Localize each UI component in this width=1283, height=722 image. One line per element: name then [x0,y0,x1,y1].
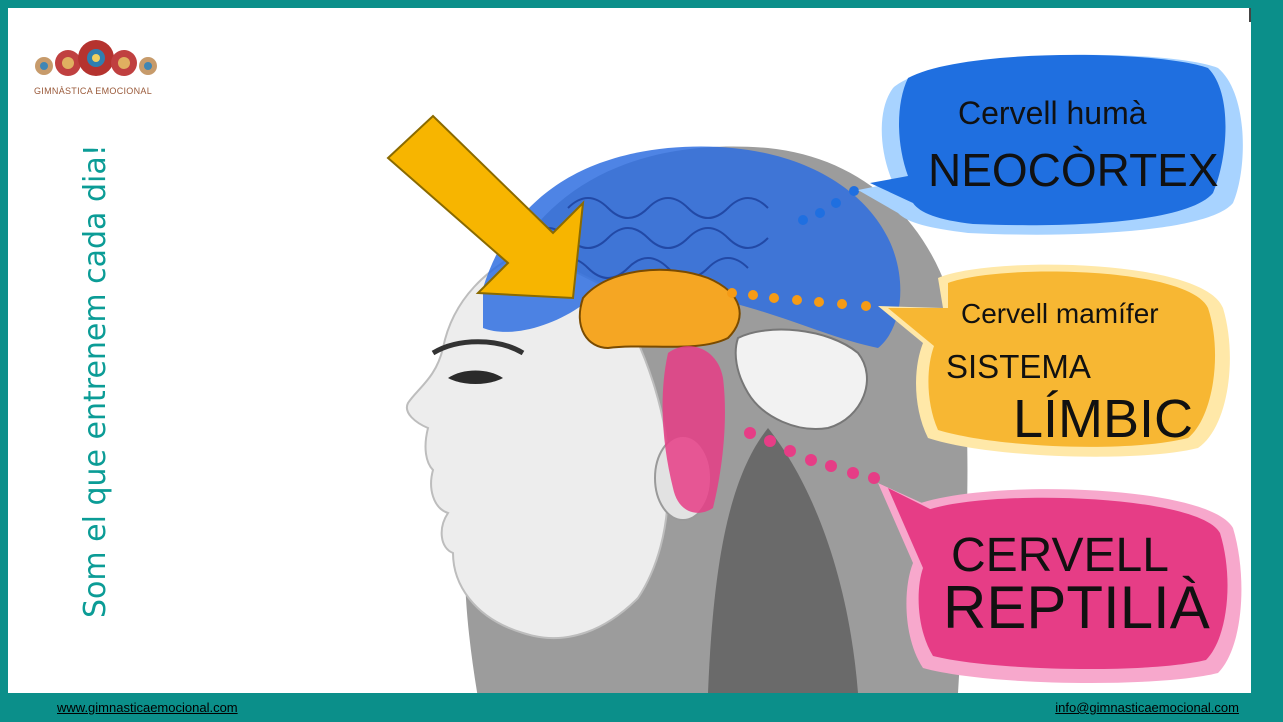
limbic-region [580,270,740,348]
corner-marker [1249,8,1251,22]
neocortex-caption: Cervell humà [958,95,1147,132]
limbic-caption: Cervell mamífer [961,298,1159,330]
website-link[interactable]: www.gimnasticaemocional.com [57,700,238,715]
mandala-logo-icon [30,38,190,84]
email-link[interactable]: info@gimnasticaemocional.com [1055,700,1239,715]
slide: GIMNÀSTICA EMOCIONAL Som el que entrenem… [8,8,1251,693]
limbic-title: LÍMBIC [1013,388,1193,450]
neocortex-title: NEOCÒRTEX [928,143,1219,197]
reptilian-title: REPTILIÀ [943,573,1210,642]
limbic-subtitle: SISTEMA [946,348,1091,386]
tagline: Som el que entrenem cada dia! [78,158,118,618]
logo-text: GIMNÀSTICA EMOCIONAL [34,86,152,96]
